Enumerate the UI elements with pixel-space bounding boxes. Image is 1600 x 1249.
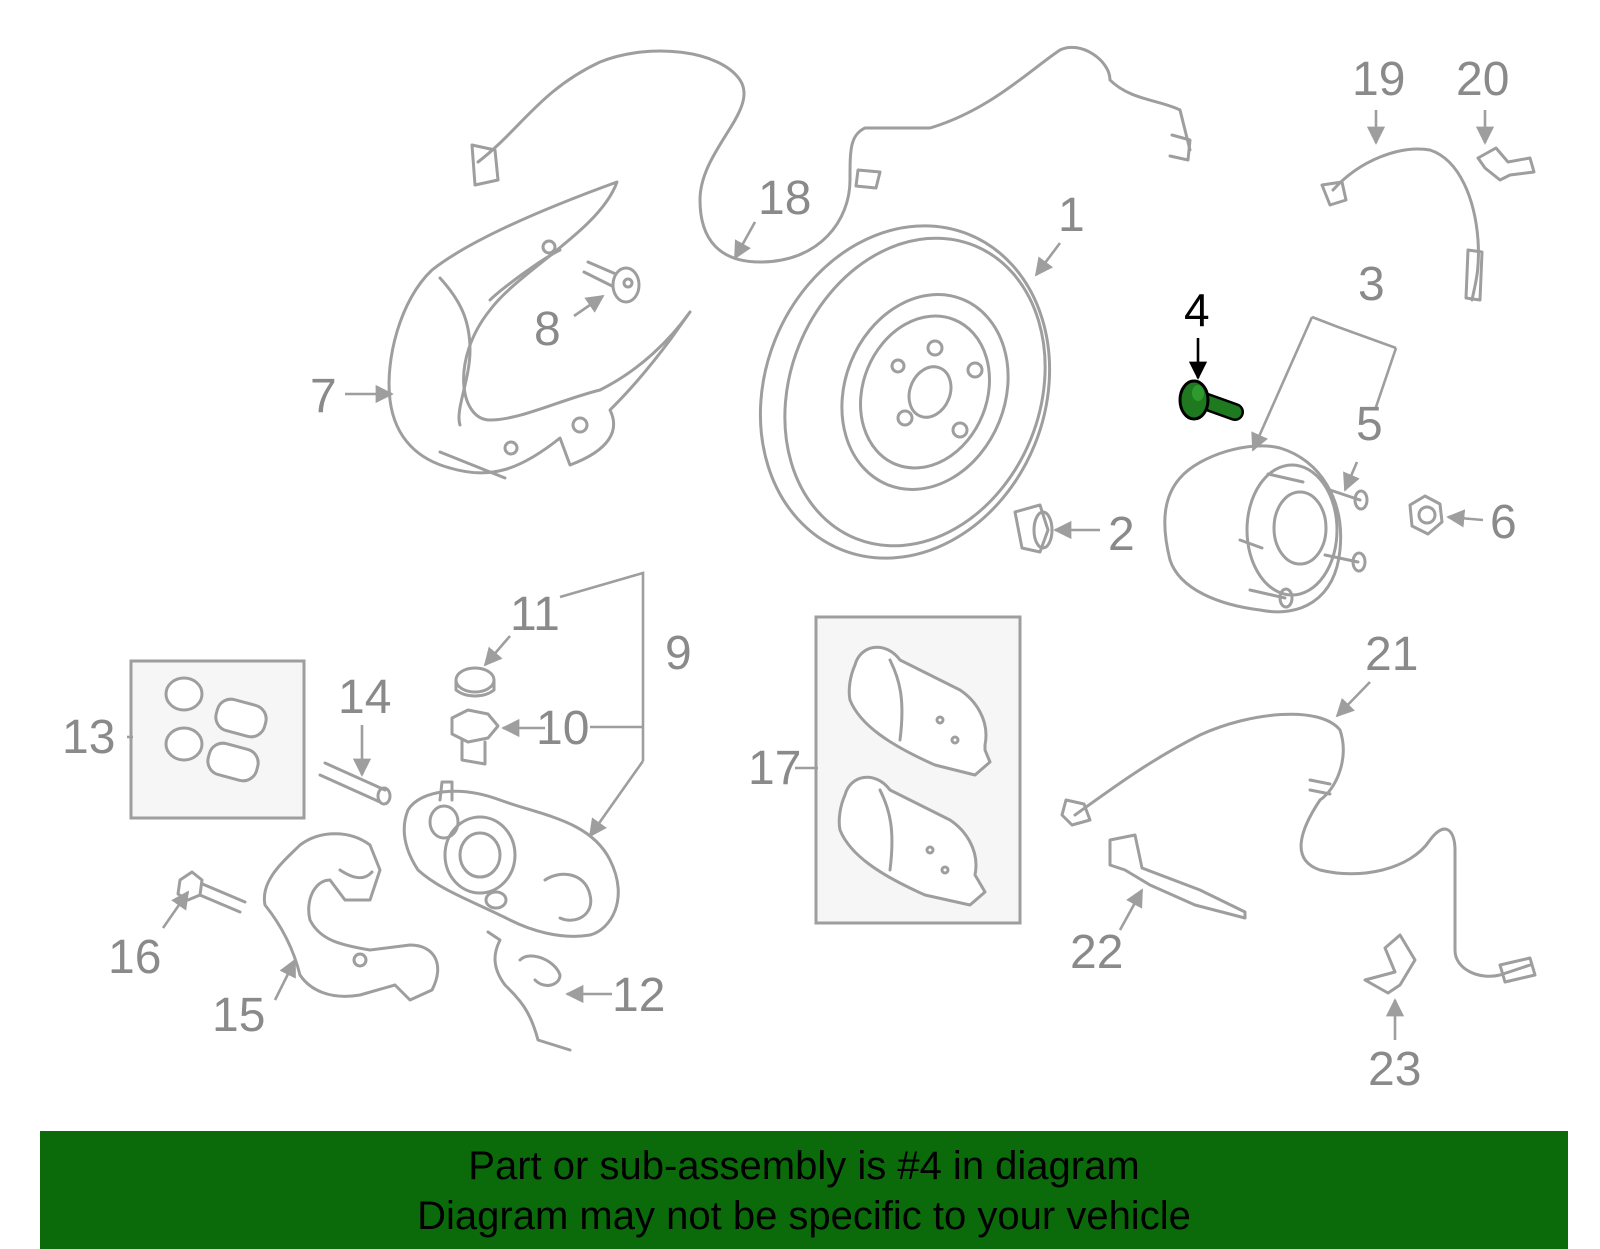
bracket-part-22 [1108, 833, 1247, 920]
label-17: 17 [748, 742, 801, 795]
label-20: 20 [1456, 53, 1509, 106]
label-12: 12 [612, 969, 665, 1022]
label-1: 1 [1058, 189, 1085, 242]
label-4: 4 [1184, 284, 1210, 336]
clip-part-20 [1476, 146, 1536, 182]
label-19: 19 [1352, 53, 1405, 106]
label-11: 11 [510, 588, 560, 641]
info-banner: Part or sub-assembly is #4 in diagram Di… [40, 1131, 1568, 1249]
label-10: 10 [536, 702, 589, 755]
label-9: 9 [665, 627, 692, 680]
banner-line-2: Diagram may not be specific to your vehi… [417, 1194, 1191, 1238]
guide-pin-part-14 [318, 761, 392, 806]
label-22: 22 [1070, 926, 1123, 979]
wear-sensor-wire-part-18 [470, 45, 1192, 264]
label-18: 18 [758, 172, 811, 225]
bolt-part-8 [582, 260, 641, 304]
nut-part-6 [1408, 494, 1444, 536]
guide-kit-box-part-13 [129, 659, 306, 820]
part-labels: 1 2 3 4 5 6 7 8 9 10 11 12 13 14 15 16 1… [62, 53, 1517, 1096]
bolt-part-16 [176, 870, 247, 914]
brake-pads-box-part-17 [814, 615, 1022, 925]
splash-shield-part-7 [387, 180, 692, 480]
highlighted-bolt-part-4 [1178, 379, 1244, 421]
caliper-bracket-part-15 [262, 832, 440, 1002]
cap-part-11 [454, 666, 496, 698]
brake-rotor-part-1 [758, 224, 1052, 560]
label-5: 5 [1356, 398, 1383, 451]
label-21: 21 [1365, 628, 1418, 681]
leader-lines [127, 110, 1495, 1040]
wheel-hub-part-3 [1163, 444, 1369, 614]
label-14: 14 [338, 671, 391, 724]
label-23: 23 [1368, 1043, 1421, 1096]
label-15: 15 [212, 989, 265, 1042]
brake-hose-part-19 [1320, 147, 1484, 302]
label-6: 6 [1490, 496, 1517, 549]
clip-part-23 [1363, 933, 1417, 995]
label-2: 2 [1108, 508, 1135, 561]
label-3: 3 [1358, 258, 1385, 311]
label-8: 8 [534, 303, 561, 356]
screw-part-2 [1013, 503, 1054, 554]
abs-sensor-wire-part-21 [1060, 712, 1537, 984]
bleeder-part-10 [450, 708, 500, 766]
label-7: 7 [310, 370, 337, 423]
label-13: 13 [62, 711, 115, 764]
caliper-part-9 [402, 780, 620, 938]
banner-line-1: Part or sub-assembly is #4 in diagram [468, 1144, 1140, 1188]
spring-clip-part-12 [486, 930, 572, 1052]
label-16: 16 [108, 931, 161, 984]
